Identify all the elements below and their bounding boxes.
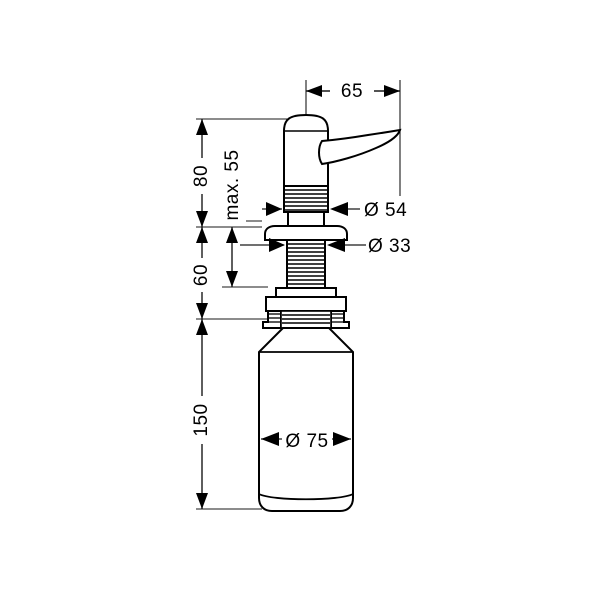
ribbed-collar [283, 185, 329, 227]
pump-head [283, 113, 329, 187]
dimension-65: 65 [306, 79, 400, 103]
reservoir-bottle [258, 327, 354, 512]
dimension-150: 150 [190, 319, 214, 509]
dimension-60: 60 [190, 227, 214, 319]
dimension-max-55: max. 55 [220, 148, 246, 287]
escutcheon-flange [264, 225, 348, 241]
dimension-label-150: 150 [191, 403, 212, 436]
dimension-label-max-55: max. 55 [222, 149, 243, 220]
mounting-nut [262, 287, 350, 329]
lever-handle [318, 128, 402, 166]
dimension-dia-54: Ø 54 [262, 196, 420, 222]
dimension-label-80: 80 [191, 165, 212, 187]
dimension-label-dia-33: Ø 33 [368, 236, 411, 257]
dimension-label-dia-75: Ø 75 [285, 431, 328, 452]
threaded-shank [286, 239, 326, 289]
dimension-80: 80 [190, 119, 214, 227]
dimension-label-60: 60 [191, 264, 212, 286]
dimension-dia-33: Ø 33 [240, 232, 424, 258]
dimension-label-dia-54: Ø 54 [364, 200, 407, 221]
dimension-dia-75: Ø 75 [261, 425, 351, 453]
dimension-label-65: 65 [341, 81, 363, 102]
